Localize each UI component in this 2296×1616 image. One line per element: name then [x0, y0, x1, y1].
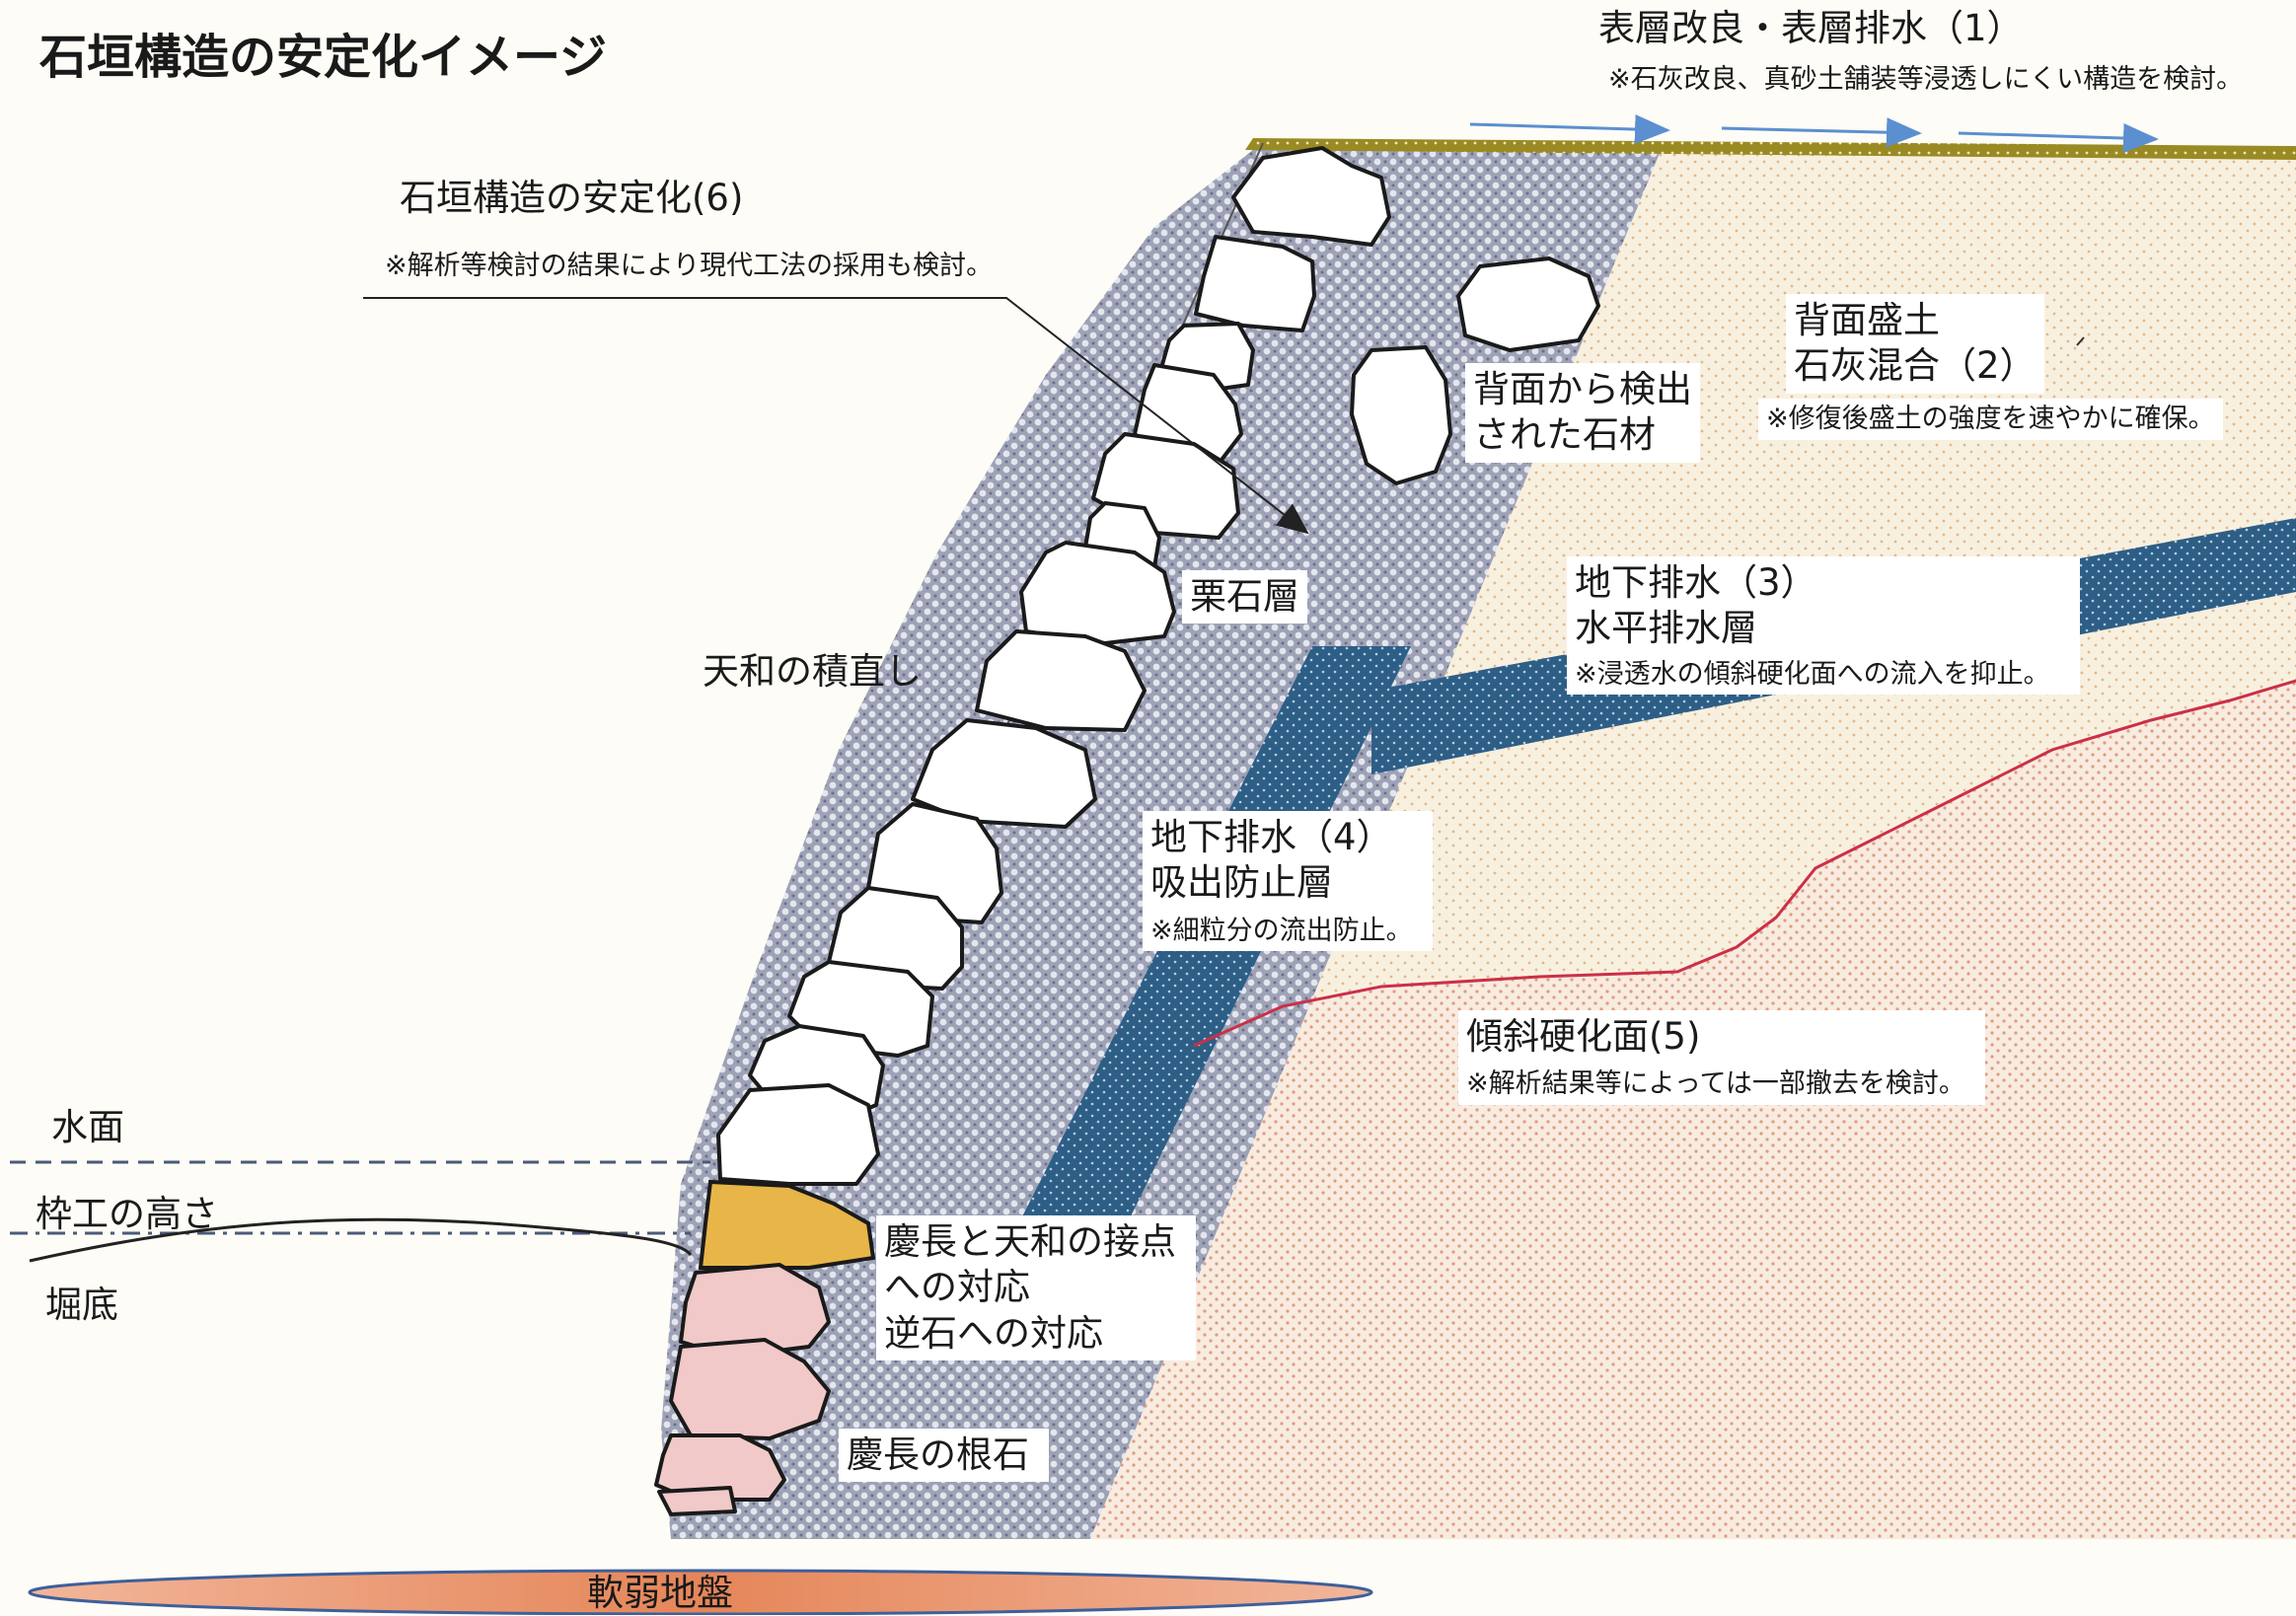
water-surface-label: 水面: [51, 1106, 124, 1148]
suction-prevention-line2: 吸出防止層: [1150, 861, 1333, 905]
horizontal-drain-line2: 水平排水層: [1575, 607, 1757, 650]
soft-ground-layer: [28, 1569, 1373, 1615]
tenwa-stones: [716, 146, 1600, 1186]
suction-prevention-line1: 地下排水（4）: [1150, 816, 1393, 858]
horizontal-drain-label: 地下排水（3） 水平排水層 ※浸透水の傾斜硬化面への流入を抑止。: [1567, 556, 2080, 696]
suction-prevention-label: 地下排水（4） 吸出防止層 ※細粒分の流出防止。: [1143, 811, 1433, 952]
tick-mark: [2076, 336, 2085, 346]
surface-improvement-note: ※石灰改良、真砂土舗装等浸透しにくい構造を検討。: [1608, 64, 2244, 95]
suction-prevention-note: ※細粒分の流出防止。: [1150, 915, 1413, 946]
surface-drain-arrow: [1721, 117, 1922, 148]
soft-ground-label: 軟弱地盤: [587, 1572, 733, 1614]
backfill-label-line1: 背面盛土: [1794, 299, 1940, 341]
slope-hardening-label: 傾斜硬化面(5) ※解析結果等によっては一部撤去を検討。: [1458, 1010, 1985, 1105]
backfill-label: 背面盛土 石灰混合（2）: [1786, 294, 2044, 394]
stabilization-leader-line: [363, 297, 1309, 535]
found-stones-line1: 背面から検出: [1473, 368, 1692, 410]
surface-improvement-label: 表層改良・表層排水（1）: [1598, 7, 2024, 49]
wall-stabilization-label: 石垣構造の安定化(6): [400, 177, 744, 219]
slope-hardening-line: [1193, 679, 2296, 1048]
tenwa-rebuild-label: 天和の積直し: [703, 650, 922, 693]
found-stones-label: 背面から検出 された石材: [1465, 363, 1700, 463]
slope-hardening-line1: 傾斜硬化面(5): [1466, 1015, 1701, 1058]
junction-line2: への対応: [884, 1266, 1030, 1309]
lower-soil-zone: [1085, 681, 2296, 1539]
moat-bottom-label: 堀底: [45, 1284, 118, 1326]
found-stones-line2: された石材: [1473, 413, 1656, 457]
keicho-root-stones: [654, 1263, 831, 1516]
junction-line1: 慶長と天和の接点: [884, 1220, 1176, 1263]
backfill-label-line2: 石灰混合（2）: [1794, 344, 2037, 388]
gravel-layer-label: 栗石層: [1182, 570, 1307, 624]
surface-drain-arrow: [1958, 123, 2159, 154]
junction-line3: 逆石への対応: [884, 1311, 1103, 1355]
surface-layer: [1245, 138, 2296, 160]
horizontal-drain-note: ※浸透水の傾斜硬化面への流入を抑止。: [1575, 658, 2050, 690]
moat-bottom-line: [29, 1217, 693, 1263]
keicho-root-label: 慶長の根石: [839, 1429, 1049, 1483]
horizontal-drain-line1: 地下排水（3）: [1575, 561, 1817, 604]
diagram-title: 石垣構造の安定化イメージ: [39, 30, 608, 85]
keicho-junction-stone: [698, 1179, 876, 1270]
backfill-note: ※修復後盛土の強度を速やかに確保。: [1758, 399, 2223, 440]
surface-drain-arrow: [1469, 114, 1670, 145]
slope-hardening-note: ※解析結果等によっては一部撤去を検討。: [1466, 1068, 1965, 1100]
wall-stabilization-note: ※解析等検討の結果により現代工法の採用も検討。: [385, 251, 994, 281]
frame-height-label: 枠工の高さ: [36, 1193, 218, 1235]
junction-label: 慶長と天和の接点 への対応 逆石への対応: [876, 1215, 1196, 1360]
